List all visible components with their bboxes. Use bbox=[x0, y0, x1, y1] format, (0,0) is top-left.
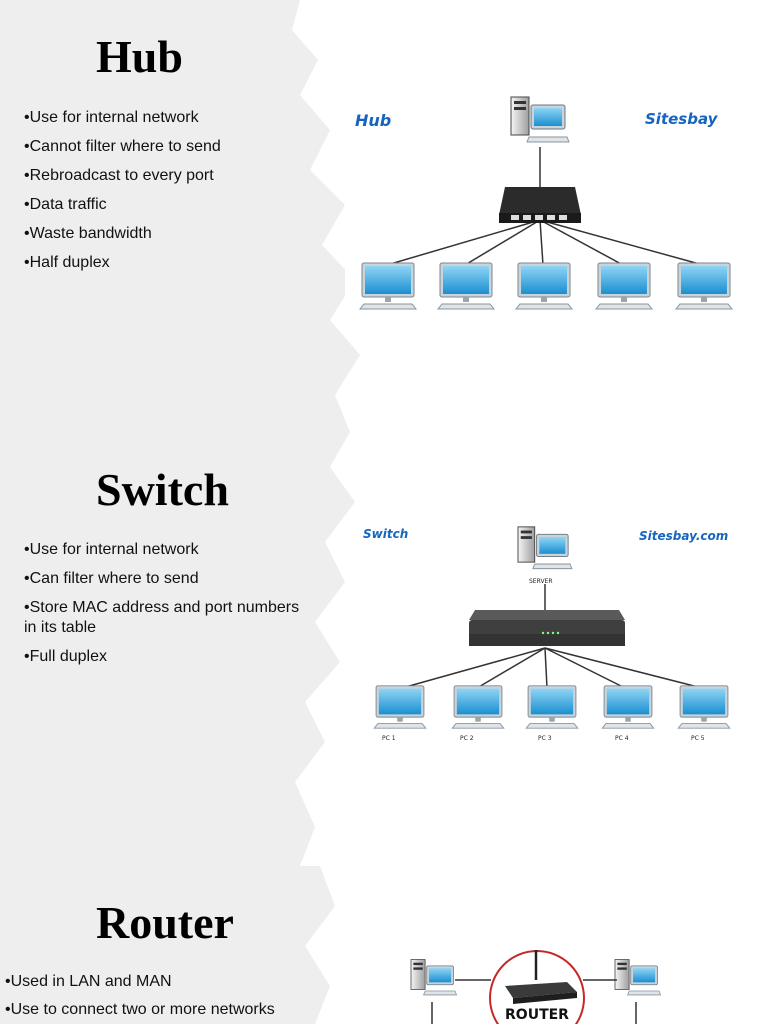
bullet-item: Half duplex bbox=[24, 253, 314, 273]
bullet-item: Can filter where to send bbox=[24, 569, 314, 589]
slide-title: Hub bbox=[96, 31, 183, 82]
computer-icon bbox=[595, 262, 653, 310]
computer-icon bbox=[410, 959, 457, 996]
bullet-list: Used in LAN and MAN Use to connect two o… bbox=[5, 972, 325, 1024]
hub-device-icon bbox=[499, 187, 581, 223]
computer-icon bbox=[359, 262, 417, 310]
computer-icon bbox=[525, 685, 579, 729]
diagram-label-right: Sitesbay.com bbox=[639, 529, 728, 543]
pc-label: PC 3 bbox=[538, 735, 552, 742]
computer-icon bbox=[437, 262, 495, 310]
bullet-item: Rebroadcast to every port bbox=[24, 166, 314, 186]
computer-icon bbox=[614, 959, 661, 996]
router-device-icon bbox=[505, 950, 577, 1004]
diagram-label-left: Switch bbox=[363, 527, 408, 541]
slide-title: Switch bbox=[96, 464, 229, 515]
server-icon bbox=[510, 96, 570, 143]
switch-diagram: Switch Sitesbay.com SERVER bbox=[357, 522, 745, 744]
diagram-label-right: Sitesbay bbox=[645, 110, 719, 128]
router-label: ROUTER bbox=[505, 1007, 569, 1023]
computer-icon bbox=[515, 262, 573, 310]
router-diagram: ROUTER bbox=[405, 942, 665, 1024]
bullet-item: Store MAC address and port numbers in it… bbox=[24, 598, 314, 638]
slide-switch: Switch Use for internal network Can filt… bbox=[0, 432, 768, 866]
bullet-item: Use to connect two or more networks bbox=[5, 1000, 325, 1020]
pc-label: PC 4 bbox=[615, 735, 629, 742]
pc-label: PC 2 bbox=[460, 735, 474, 742]
bullet-item: Use for internal network bbox=[24, 540, 314, 560]
bullet-list: Use for internal network Can filter wher… bbox=[24, 540, 314, 676]
bullet-item: Waste bandwidth bbox=[24, 224, 314, 244]
bullet-item: Use for internal network bbox=[24, 108, 314, 128]
slide-router: Router Used in LAN and MAN Use to connec… bbox=[0, 866, 768, 1024]
server-label: SERVER bbox=[529, 578, 553, 585]
switch-device-icon bbox=[469, 610, 625, 646]
bullet-item: Full duplex bbox=[24, 647, 314, 667]
slide-title: Router bbox=[96, 897, 234, 948]
bullet-item: Cannot filter where to send bbox=[24, 137, 314, 157]
server-icon bbox=[517, 526, 573, 570]
computer-icon bbox=[601, 685, 655, 729]
bullet-list: Use for internal network Cannot filter w… bbox=[24, 108, 314, 282]
diagram-label-left: Hub bbox=[355, 111, 391, 130]
computer-icon bbox=[373, 685, 427, 729]
computer-icon bbox=[451, 685, 505, 729]
pc-label: PC 1 bbox=[382, 735, 396, 742]
bullet-item: Data traffic bbox=[24, 195, 314, 215]
pc-label: PC 5 bbox=[691, 735, 705, 742]
slide-hub: Hub Use for internal network Cannot filt… bbox=[0, 0, 768, 432]
bullet-item: Used in LAN and MAN bbox=[5, 972, 325, 992]
hub-diagram: Hub Sitesbay bbox=[345, 95, 740, 317]
computer-icon bbox=[675, 262, 733, 310]
computer-icon bbox=[677, 685, 731, 729]
